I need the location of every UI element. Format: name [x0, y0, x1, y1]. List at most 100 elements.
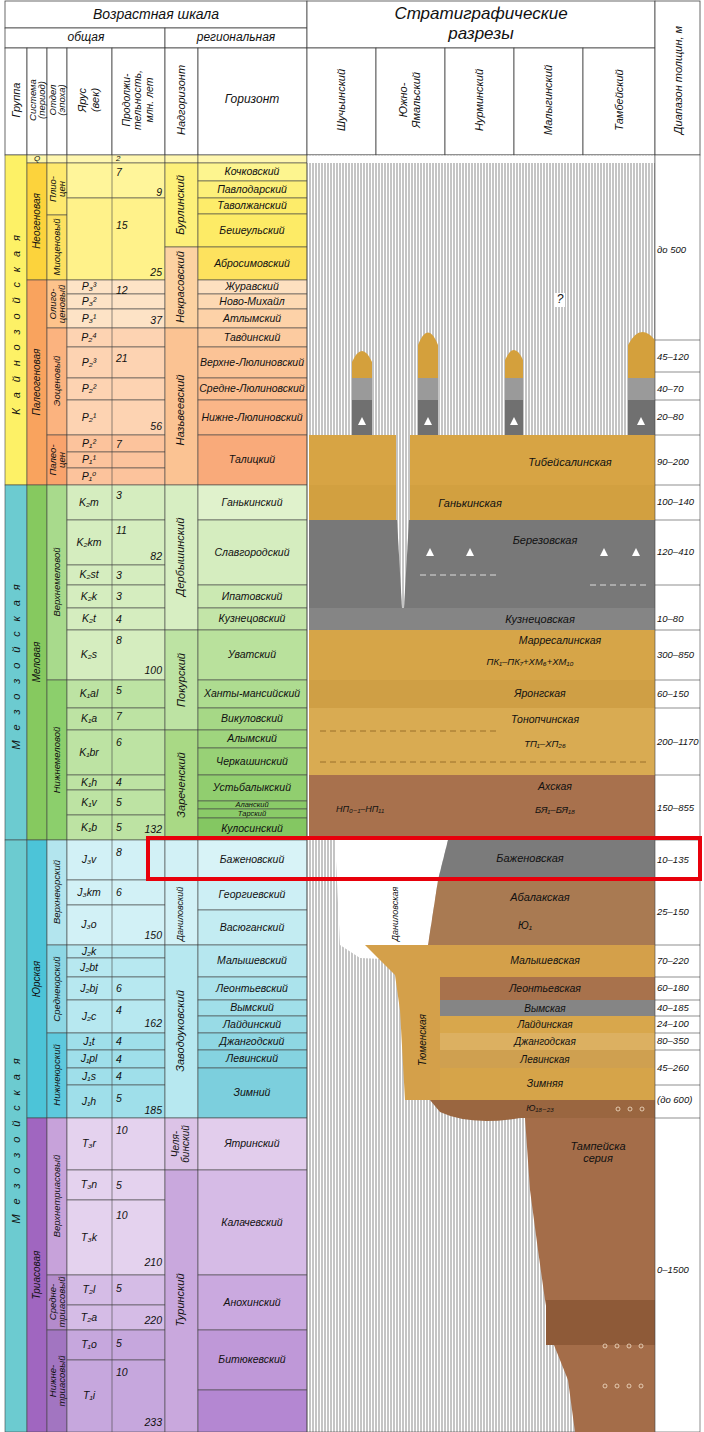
formation-section	[603, 1344, 607, 1348]
duration-value: 6	[116, 983, 122, 994]
label-box: Продолжи- тельность, млн. лет	[112, 69, 164, 131]
label-box: Марресалинская	[485, 634, 635, 648]
label-box: Диапазон толщин, м	[658, 10, 698, 150]
stage-code: J₃km	[77, 887, 100, 899]
label-box: Березовская	[470, 532, 620, 548]
label-box: K₂s	[68, 648, 110, 662]
formation-section	[309, 708, 655, 775]
stage-code: P₁²	[82, 438, 96, 450]
label-box: 5	[116, 821, 138, 834]
horizon-name: Аланский	[235, 801, 268, 809]
formation-name: ?	[555, 293, 566, 306]
age-scale-cells	[67, 309, 165, 328]
label-box: Кулосинский	[199, 821, 305, 837]
horizon-name: Викуловский	[221, 713, 283, 725]
label-box: Заводоуковский	[166, 951, 196, 1111]
stage-code: T₁o	[81, 1339, 97, 1351]
label-box: 6	[116, 886, 138, 899]
formation-name: ТП₁–ХП₂₆	[524, 739, 566, 749]
label-box: Павлодарский	[199, 182, 305, 198]
highlight-frame	[148, 838, 700, 879]
label-box: J₁s	[68, 1070, 110, 1084]
label-box: Южно- Ямальский	[380, 69, 440, 131]
table-header	[198, 48, 307, 155]
age-scale-cells	[165, 155, 198, 163]
formation-name: Кузнецовская	[505, 613, 575, 625]
horizon-name: Нижне-Люлиновский	[201, 412, 302, 424]
label-box: J₃o	[68, 918, 110, 932]
label-box: J₂k	[68, 945, 110, 959]
thickness-column	[655, 520, 700, 521]
formation-section	[639, 1344, 643, 1348]
label-box: Таволжанский	[199, 198, 305, 214]
series-name: Верхнемеловой	[52, 547, 63, 616]
label-box: Тонопчинская	[470, 713, 620, 727]
label-box: 40–185	[657, 1002, 701, 1015]
superhorizon-name: Даниловский	[176, 887, 185, 942]
horizon-name: Битюкевский	[218, 1354, 285, 1366]
duration-value: 5	[116, 797, 122, 808]
age-scale-cells	[67, 468, 165, 485]
label-box: ПК₁–ПК₇+ХМ₆+ХМ₁₀	[445, 655, 615, 669]
formation-section	[420, 575, 500, 576]
stage-code: J₃v	[82, 854, 97, 866]
stage-code: J₂c	[82, 1011, 97, 1023]
label-box: Возрастная шкала	[11, 2, 301, 26]
label-box: 100–140	[657, 496, 701, 509]
age-scale-cells	[198, 1000, 307, 1016]
label-box: J₂bj	[68, 982, 110, 996]
label-box: P₁¹	[68, 453, 110, 467]
label-box: 10	[116, 1366, 138, 1379]
thickness-column	[655, 155, 700, 1432]
thickness-range: 45–260	[657, 1063, 689, 1073]
label-box: Ю₁₈₋₂₃	[510, 1102, 570, 1116]
horizon-name: Черкашинский	[216, 756, 288, 768]
series-name: Миоценовый	[52, 219, 63, 276]
thickness-range: 70–220	[657, 956, 689, 966]
label-box: Леонтьевский	[199, 981, 305, 997]
label-box: 70–220	[657, 955, 701, 968]
label-box: K₁b	[68, 821, 110, 835]
age-scale-cells	[5, 840, 27, 1432]
horizon-name: Верхне-Люлиновский	[200, 357, 304, 369]
label-box: Мезозойская	[6, 492, 26, 832]
age-scale-cells	[198, 247, 307, 280]
stage-code: P₃³	[82, 281, 97, 293]
age-scale-cells	[198, 630, 307, 680]
label-box: T₂a	[68, 1311, 110, 1325]
age-scale-cells	[165, 945, 198, 1118]
label-box: Битюкевский	[199, 1352, 305, 1368]
label-box: Нижне-Люлиновский	[199, 410, 305, 426]
duration-value: 7	[116, 439, 122, 450]
formation-section	[628, 378, 655, 400]
label-box: K₂m	[68, 496, 110, 510]
stage-code: J₂bj	[80, 983, 97, 995]
formation-name: Марресалинская	[519, 635, 601, 647]
age-scale-cells	[67, 905, 165, 945]
label-box: Атлымский	[199, 311, 305, 327]
series-name: Верхнеюрский	[52, 860, 63, 924]
thickness-range: 40–70	[657, 384, 683, 394]
formation-name: Тюменская	[417, 1014, 428, 1066]
age-scale-cells	[198, 775, 307, 801]
age-scale-cells	[27, 280, 47, 485]
label-box: 220	[132, 1314, 162, 1327]
table-header	[5, 1, 307, 28]
table-header	[47, 48, 67, 155]
duration-value: 132	[144, 824, 162, 835]
formation-name: НП₀₋₁–НП₁₁	[336, 805, 384, 815]
age-scale-cells	[67, 958, 165, 977]
label-box: Зимняя	[470, 1077, 620, 1091]
label-box: Меловая	[27, 492, 47, 832]
formation-section	[309, 608, 655, 630]
age-scale-cells	[47, 435, 67, 485]
horizon-name: Георгиевский	[219, 889, 286, 901]
label-box: Тампейска серия	[558, 1135, 638, 1169]
age-scale-cells	[47, 1275, 67, 1330]
label-box: 100	[132, 664, 162, 677]
label-box: 21	[116, 352, 138, 365]
label-box: Плио- цен	[47, 172, 67, 206]
formation-name: Леонтьевская	[509, 983, 581, 995]
formation-section	[590, 585, 650, 586]
label-box: Q	[28, 155, 46, 164]
